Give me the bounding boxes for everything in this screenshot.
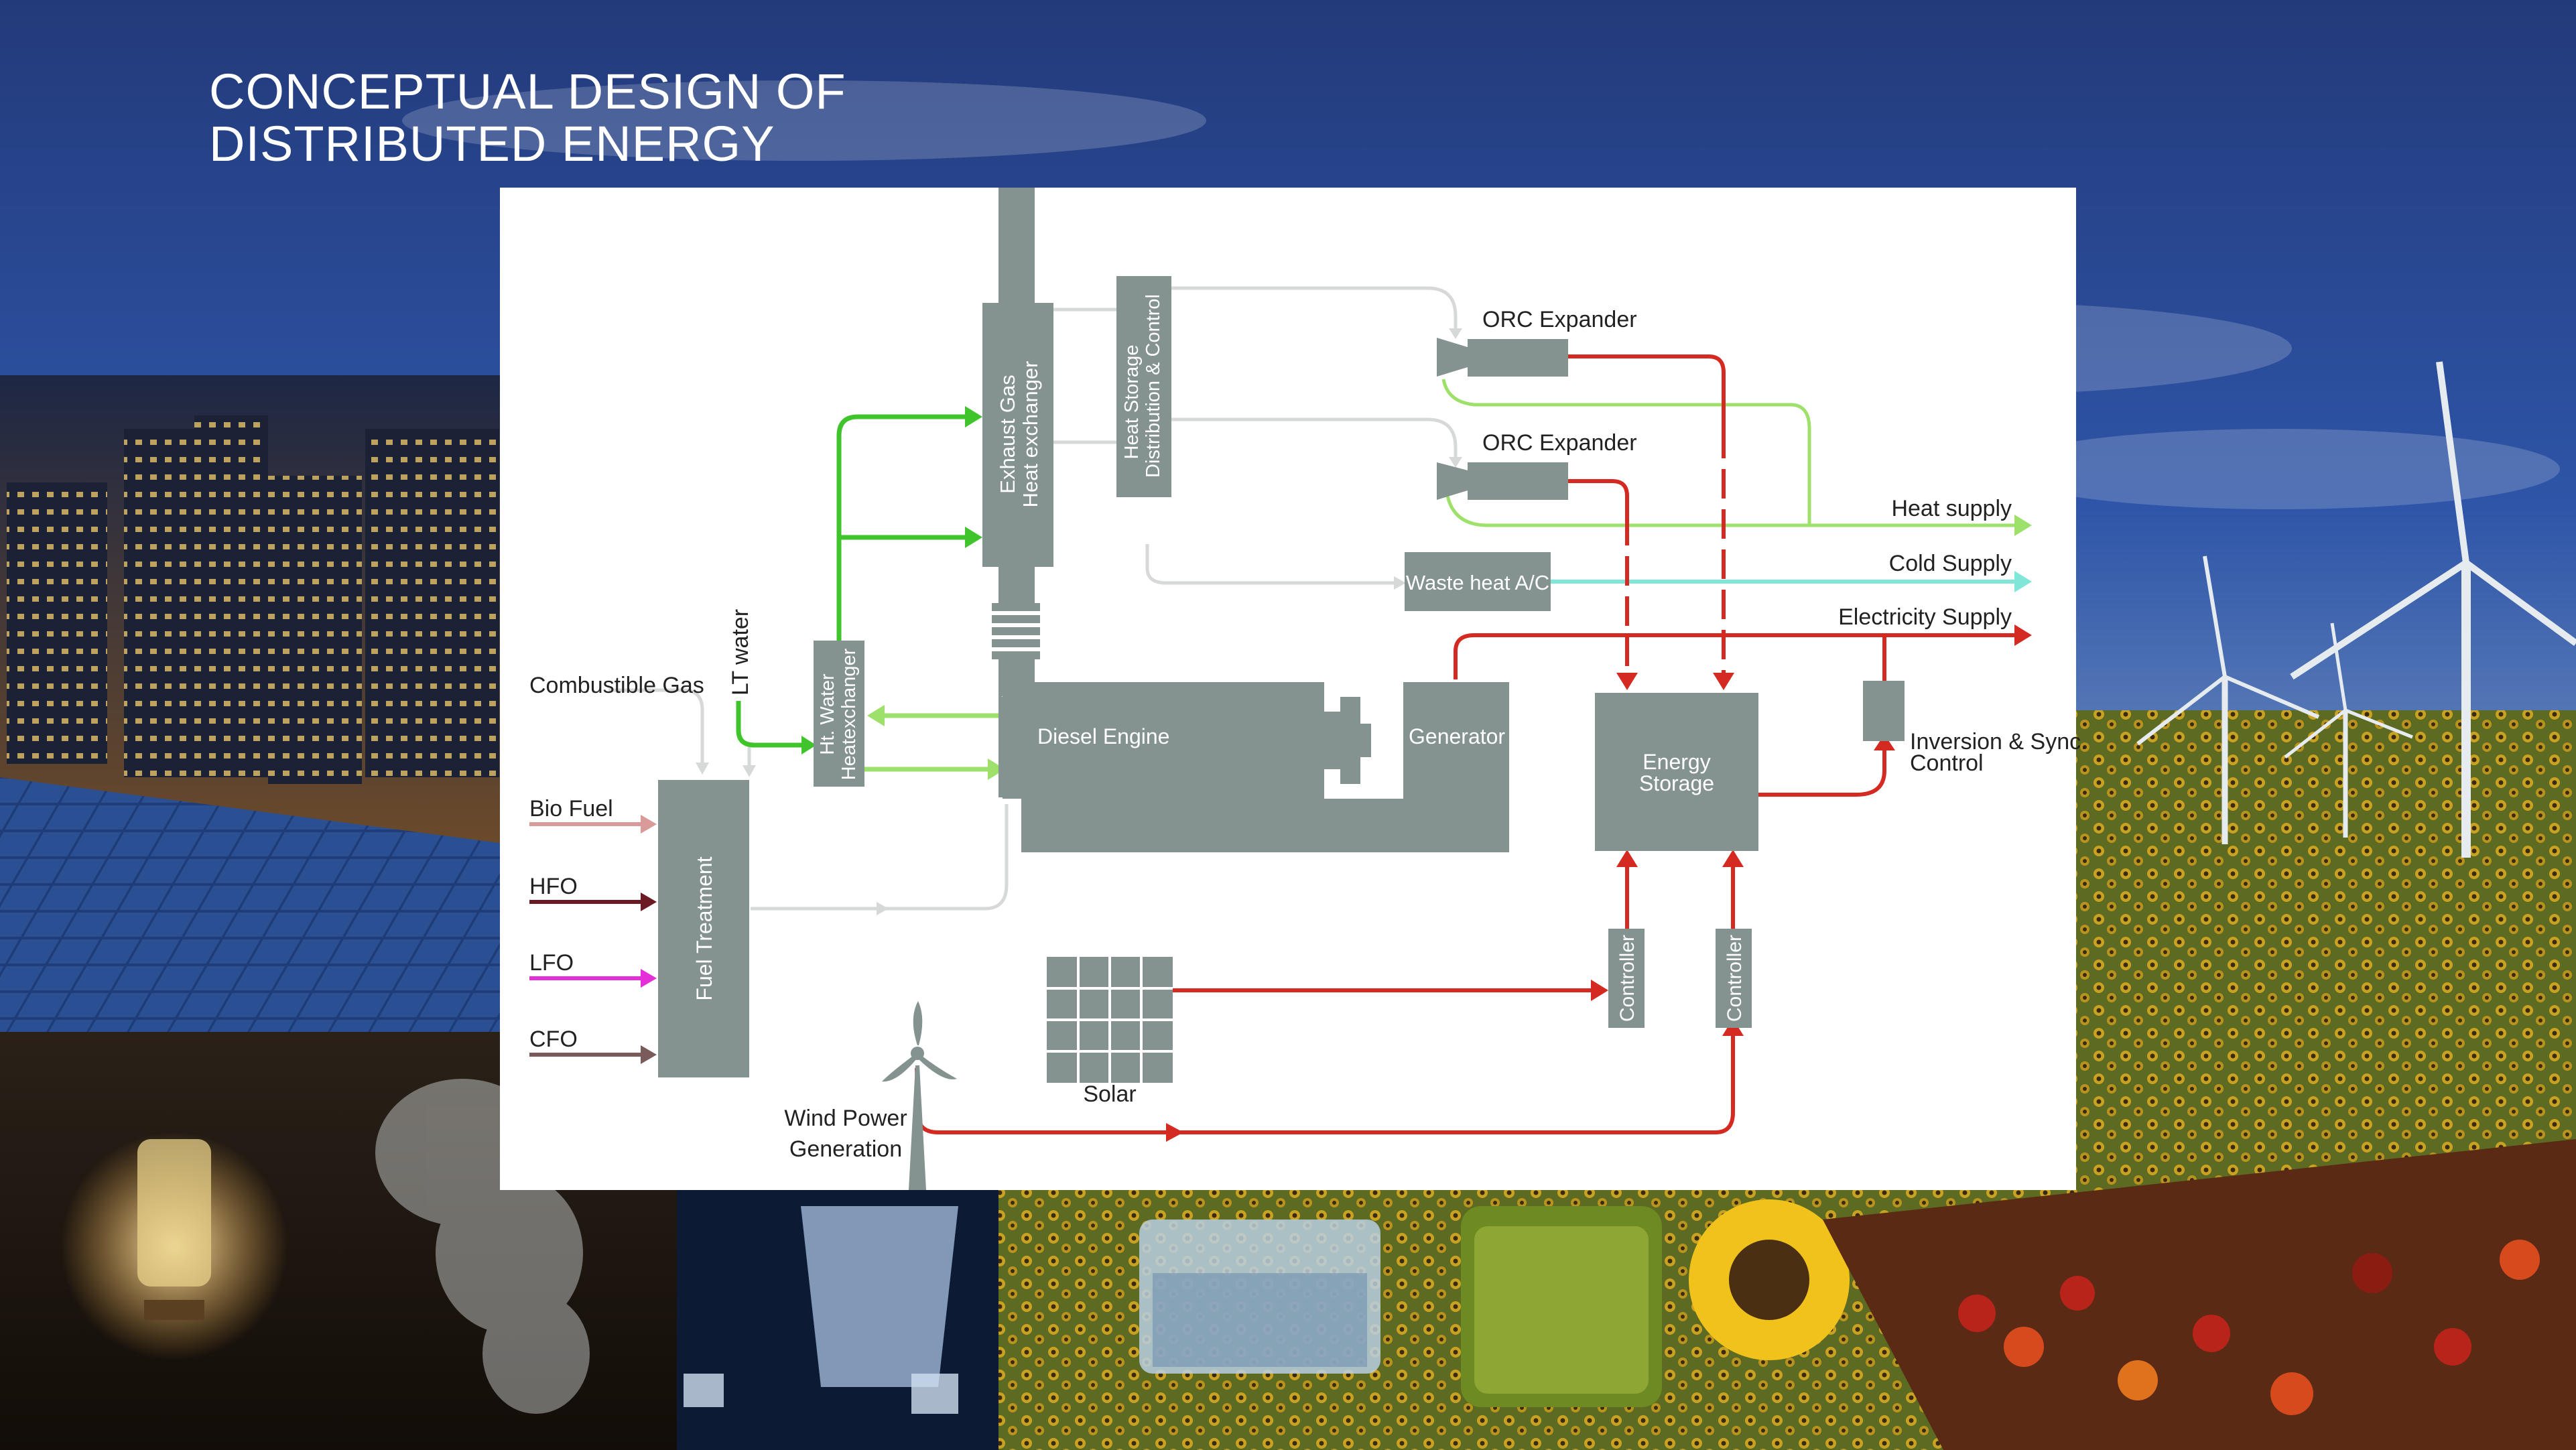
- light-green-water-arrowheads: [867, 705, 1005, 780]
- combustible-gas-line: [608, 688, 704, 764]
- exhaust-hx-label-line1: Exhaust Gas: [996, 375, 1019, 493]
- water-glass-image: [677, 1186, 999, 1450]
- generator-label: Generator: [1409, 724, 1505, 748]
- sunflower-image: [1689, 1199, 1850, 1360]
- energy-storage-label-line2: Storage: [1639, 771, 1714, 795]
- solar-label: Solar: [1083, 1081, 1136, 1107]
- exhaust-hx-label-line2: Heat exchanger: [1019, 361, 1042, 508]
- red-electric-arrowheads: [1166, 624, 2032, 1142]
- ht-water-heatexchanger-box: [814, 641, 864, 787]
- cold-supply-arrowhead: [2014, 571, 2032, 592]
- orc-expander-2: [1437, 462, 1568, 500]
- wind-farm-image: [2136, 361, 2576, 858]
- solar-panel-grid: [1047, 957, 1173, 1083]
- light-green-water-lines: [864, 713, 999, 772]
- green-heat-arrowheads: [801, 406, 982, 754]
- fuel-treatment-box: [658, 780, 749, 1077]
- wind-turbine-icon: [882, 1001, 957, 1190]
- exhaust-bellows: [992, 603, 1040, 659]
- page-title-line1: CONCEPTUAL DESIGN OF: [209, 64, 846, 119]
- diesel-engine-label: Diesel Engine: [1037, 724, 1169, 748]
- orc-expander-1-label: ORC Expander: [1482, 307, 1637, 332]
- inversion-sync-box: [1863, 681, 1905, 741]
- ice-glass-image: [1139, 1220, 1380, 1374]
- wind-power-label-line2: Generation: [789, 1136, 902, 1162]
- exhaust-stack: [999, 188, 1035, 306]
- fuel-treatment-label: Fuel Treatment: [692, 856, 716, 1000]
- exhaust-gas-heatexchanger-box: [982, 303, 1053, 567]
- heat-storage-label-line1: Heat Storage: [1121, 345, 1143, 460]
- palm-fruits-image: [1823, 1139, 2576, 1450]
- page-title-line2: DISTRIBUTED ENERGY: [209, 116, 775, 172]
- combustible-gas-label: Combustible Gas: [529, 673, 704, 698]
- page-title: CONCEPTUAL DESIGN OF DISTRIBUTED ENERGY: [209, 66, 846, 170]
- ht-water-label-line2: Heatexchanger: [838, 648, 860, 780]
- waste-heat-ac-label: Waste heat A/C: [1406, 571, 1549, 594]
- exhaust-elbow: [999, 659, 1035, 704]
- lantern-image: [60, 1132, 288, 1360]
- bio-fuel-label: Bio Fuel: [529, 796, 613, 821]
- fuel-input-arrowheads: [641, 815, 657, 1064]
- controller-box-1: [1608, 929, 1645, 1028]
- green-heat-lines: [736, 414, 968, 748]
- oil-jar-image: [1461, 1206, 1662, 1407]
- cfo-label: CFO: [529, 1027, 578, 1052]
- solar-panels: [0, 777, 509, 1032]
- lfo-label: LFO: [529, 950, 574, 976]
- inversion-sync-label-line1: Inversion & Sync.: [1910, 729, 2087, 754]
- heat-storage-label-line2: Distribution & Control: [1143, 294, 1164, 478]
- city-skyline: [0, 375, 509, 844]
- heat-supply-label: Heat supply: [1891, 496, 2012, 521]
- lt-water-label: LT water: [728, 609, 753, 696]
- orc-expander-2-label: ORC Expander: [1482, 430, 1637, 456]
- diesel-engine: [999, 682, 1509, 852]
- electricity-supply-label: Electricity Supply: [1838, 604, 2012, 630]
- waste-heat-ac-box: [1405, 552, 1551, 611]
- exhaust-pipe: [999, 567, 1035, 603]
- wind-power-label-line1: Wind Power: [784, 1106, 907, 1131]
- controller-box-2: [1716, 929, 1752, 1028]
- exhaust-lines: [747, 286, 1458, 911]
- energy-storage-label-line1: Energy: [1643, 750, 1710, 774]
- fuel-input-lines: [529, 822, 643, 1057]
- inversion-sync-label-line2: Control: [1910, 750, 1984, 776]
- heat-supply-arrowhead: [2014, 515, 2032, 536]
- orc-expander-1: [1437, 338, 1568, 377]
- energy-storage-box: [1595, 693, 1758, 851]
- heat-supply-lines: [1441, 379, 2017, 527]
- hfo-label: HFO: [529, 874, 578, 899]
- ht-water-label-line1: Ht. Water: [817, 673, 838, 755]
- heat-storage-box: [1116, 276, 1171, 497]
- cold-supply-label: Cold Supply: [1889, 551, 2012, 576]
- combustible-gas-arrowhead: [696, 763, 709, 775]
- controller-1-label: Controller: [1616, 935, 1638, 1022]
- controller-2-label: Controller: [1724, 935, 1746, 1022]
- generator-coupling: [1313, 697, 1371, 812]
- generator-box: [1403, 682, 1509, 799]
